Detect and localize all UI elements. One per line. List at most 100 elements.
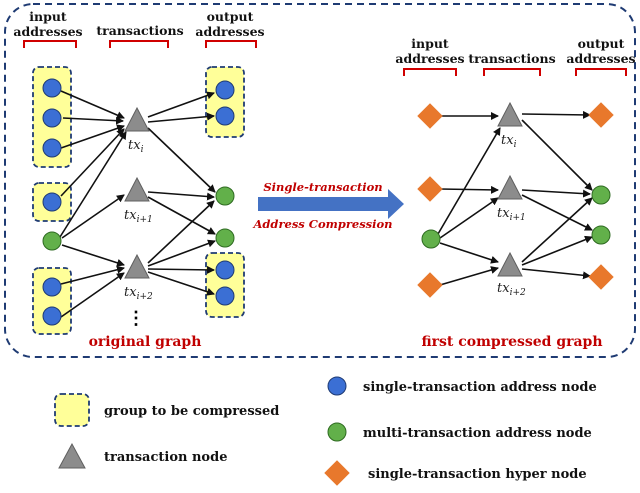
single-address-node: [215, 80, 235, 100]
legend-hyper-label: single-transaction hyper node: [368, 467, 587, 482]
edge: [60, 124, 125, 149]
hyper-node: [588, 264, 614, 290]
transaction-node: [497, 251, 523, 277]
multi-address-node: [591, 225, 611, 245]
left-tx-label-3: txi+2: [124, 285, 153, 302]
left-header-output-line1: output: [207, 9, 254, 24]
right-header-output-line2: addresses: [566, 51, 635, 66]
single-address-node: [42, 138, 62, 158]
hyper-node: [588, 102, 614, 128]
edge: [147, 196, 216, 235]
hyper-node: [417, 176, 443, 202]
legend-group-swatch: [54, 393, 90, 427]
edge: [439, 242, 499, 264]
edge: [521, 268, 591, 280]
left-bracket-output: [205, 40, 257, 48]
center-arrow-line1: Single-transaction: [263, 180, 382, 194]
edge: [147, 265, 215, 274]
edge: [521, 197, 593, 263]
single-address-node: [42, 277, 62, 297]
left-header-transactions: transactions: [96, 23, 183, 38]
multi-address-node: [215, 228, 235, 248]
edge: [61, 244, 125, 267]
single-address-node: [215, 106, 235, 126]
edge: [147, 91, 215, 118]
center-arrow-line2: Address Compression: [252, 217, 392, 231]
hyper-node: [417, 103, 443, 129]
edge: [437, 127, 501, 235]
edge: [147, 112, 215, 123]
single-address-node: [42, 192, 62, 212]
right-edges: [437, 110, 593, 286]
multi-address-node: [591, 185, 611, 205]
multi-address-node: [42, 231, 62, 251]
right-bracket-transactions: [483, 68, 541, 76]
edge: [521, 119, 593, 191]
right-bracket-output: [575, 68, 627, 76]
right-bracket-input: [403, 68, 457, 76]
transaction-node: [124, 253, 150, 279]
right-panel: input addresses transactions output addr…: [395, 36, 635, 350]
legend-multi-address-label: multi-transaction address node: [363, 426, 592, 441]
edge: [59, 131, 127, 238]
group-output-2: [205, 252, 245, 318]
edge: [147, 200, 215, 264]
edge: [521, 189, 591, 198]
center-arrow-shape: [258, 189, 404, 219]
transaction-node: [124, 176, 150, 202]
legend-transaction-swatch: [58, 442, 86, 469]
right-tx-label-2: txi+1: [497, 206, 526, 223]
hyper-node: [417, 272, 443, 298]
left-header-input-line1: input: [29, 9, 67, 24]
edge: [60, 90, 125, 119]
center-arrow: Single-transaction Address Compression: [252, 180, 404, 231]
multi-address-node: [215, 186, 235, 206]
transaction-node: [497, 174, 523, 200]
edge: [62, 116, 124, 125]
left-bracket-transactions: [109, 40, 169, 48]
single-address-node: [42, 78, 62, 98]
legend-transaction-label: transaction node: [104, 450, 227, 465]
legend-single-address-label: single-transaction address node: [363, 380, 597, 395]
right-tx-label-3: txi+2: [497, 281, 526, 298]
legend-group-label: group to be compressed: [104, 404, 279, 419]
multi-address-node: [421, 229, 441, 249]
edge: [521, 194, 593, 231]
edge: [439, 197, 499, 239]
edge: [60, 128, 125, 197]
edge: [439, 185, 499, 194]
right-header-output-line1: output: [578, 36, 625, 51]
edge: [439, 266, 499, 286]
single-address-node: [215, 260, 235, 280]
left-caption: original graph: [89, 334, 202, 350]
edge: [521, 235, 593, 266]
edge: [147, 127, 216, 193]
left-edges: [59, 90, 216, 318]
edge: [147, 271, 215, 296]
left-bracket-input: [23, 40, 77, 48]
legend-hyper-swatch: [324, 460, 350, 486]
edge: [147, 239, 216, 267]
group-output-1: [205, 66, 245, 138]
transaction-node: [124, 106, 150, 132]
left-header-output-line2: addresses: [195, 24, 264, 39]
edge: [60, 265, 125, 285]
right-header-transactions: transactions: [468, 51, 555, 66]
edge: [60, 272, 125, 318]
single-address-node: [42, 306, 62, 326]
edge: [147, 191, 215, 201]
legend: group to be compressed transaction node …: [54, 376, 597, 486]
left-panel: input addresses transactions output addr…: [13, 9, 264, 350]
legend-single-address-swatch: [327, 376, 347, 396]
single-address-node: [215, 286, 235, 306]
right-tx-label-1: txi: [501, 133, 517, 150]
edge: [521, 110, 591, 119]
left-header-input-line2: addresses: [13, 24, 82, 39]
edge: [61, 194, 125, 239]
single-address-node: [42, 108, 62, 128]
right-header-input-line1: input: [411, 36, 449, 51]
left-tx-label-2: txi+1: [124, 208, 153, 225]
transaction-node: [497, 101, 523, 127]
